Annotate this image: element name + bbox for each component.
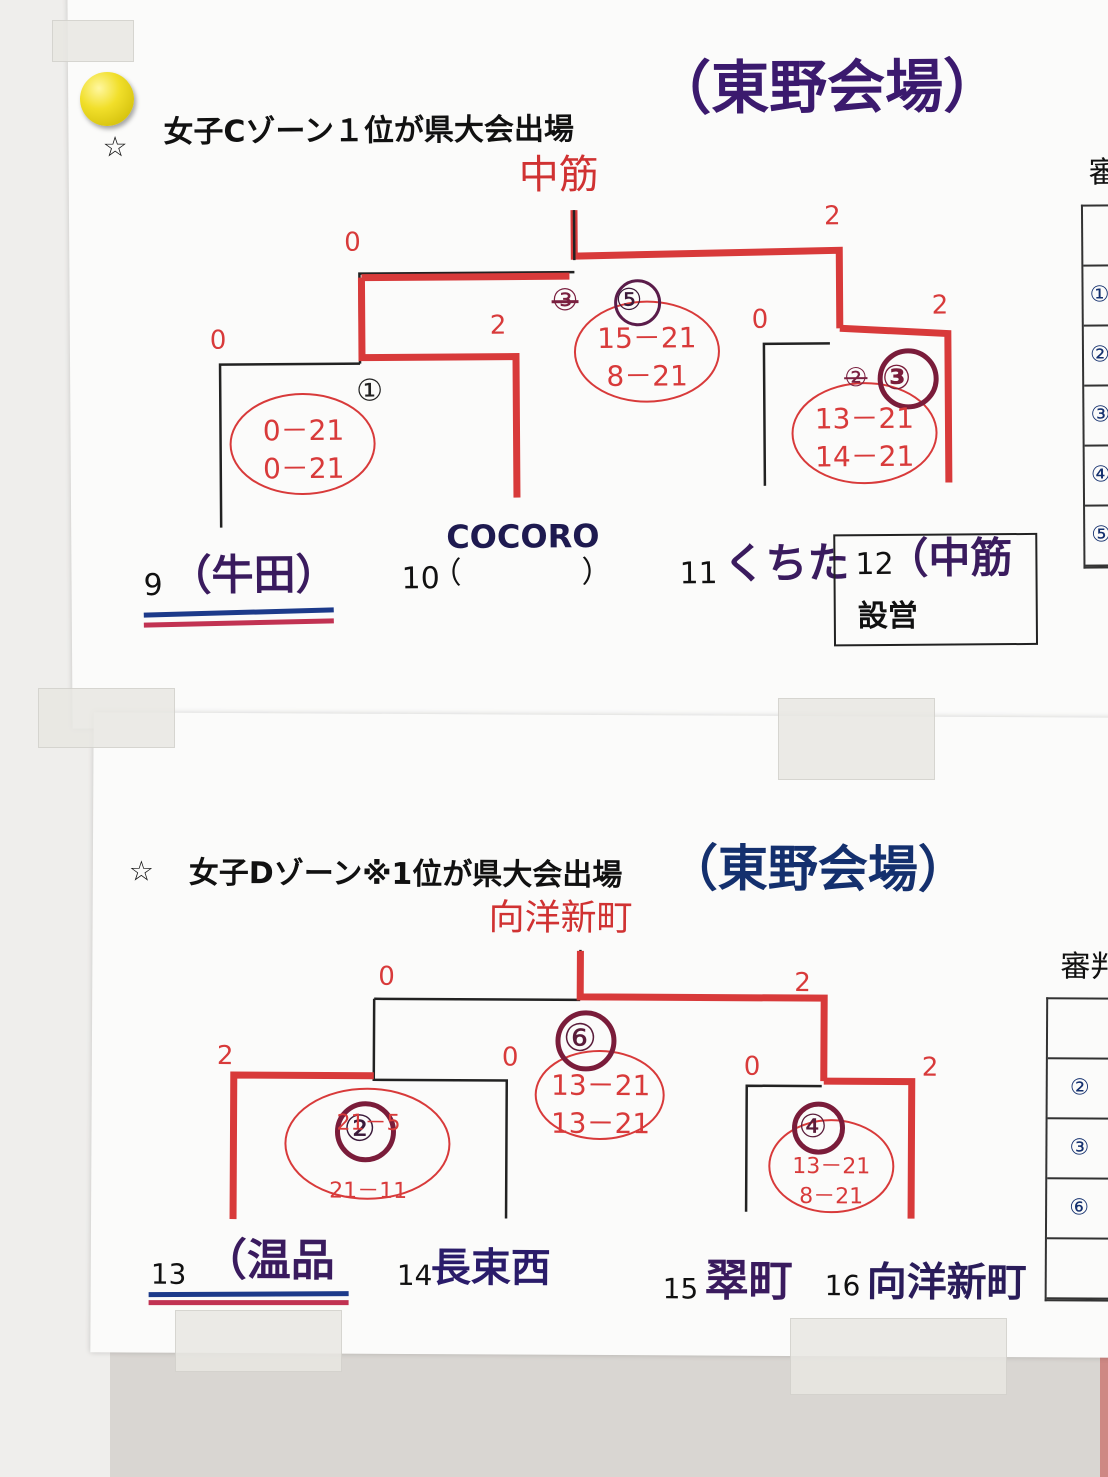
zone-d-final-left-games: 0	[378, 961, 395, 992]
referee-header: 審判	[1060, 949, 1108, 985]
zone-c-semi-left-right-games: 2	[489, 310, 507, 341]
referee-cell: ②	[1047, 1059, 1108, 1120]
referee-header: 審	[1088, 155, 1108, 191]
zone-c-final-left-games: 0	[344, 227, 361, 258]
tape	[52, 20, 134, 62]
zone-c-match-3: ③	[882, 357, 912, 398]
referee-table: ① ② ③ ④ ⑤	[1080, 204, 1108, 569]
zone-d-final-right-games: 2	[794, 967, 811, 999]
set-score: 21－5	[336, 1110, 401, 1136]
zone-c-bracket-lines	[143, 210, 953, 628]
zone-d-match-6: ⑥	[562, 1015, 598, 1060]
team-name: 向洋新町	[866, 1258, 1027, 1307]
team-name: 長束西	[430, 1244, 551, 1292]
zone-c-semi-right-crossed-number: ②	[844, 363, 868, 394]
zone-c-final-right-games: 2	[823, 201, 841, 232]
zone-d-semi-left-right-games: 0	[501, 1042, 519, 1073]
referee-cell	[1082, 206, 1108, 267]
set-score: 15－21	[597, 321, 697, 355]
team-name: くちた	[723, 538, 850, 589]
team-name: （温品	[202, 1234, 335, 1287]
team-name: （牛田）	[169, 549, 338, 600]
bracket-sheet-zone-d: ☆ 女子Dゾーン※1位が県大会出場 （東野会場） 向洋新町 0 2 2 0 0 …	[90, 712, 1108, 1358]
zone-c-semi-left-sets: 0－21 0－21	[248, 412, 359, 488]
tape	[175, 1310, 342, 1372]
set-score: 0－21	[262, 413, 345, 448]
push-pin-icon	[80, 72, 134, 126]
zone-c-semi-right-right-games: 2	[931, 290, 949, 321]
zone-c-final-sets: 15－21 8－21	[592, 319, 703, 395]
zone-d-semi-right-right-games: 2	[921, 1052, 939, 1083]
setup-label: 設営	[857, 598, 918, 635]
set-score: 8－21	[799, 1183, 864, 1210]
zone-c-match-1: ①	[356, 373, 384, 409]
referee-cell	[1047, 999, 1108, 1060]
set-score: 21－11	[329, 1178, 408, 1205]
zone-c-match-5: ⑤	[615, 282, 643, 318]
referee-table: ② ③ ⑥	[1044, 997, 1108, 1302]
tape	[38, 688, 175, 748]
zone-c-semi-left-left-games: 0	[209, 325, 227, 356]
referee-cell: ①	[1083, 266, 1108, 327]
referee-cell: ②	[1083, 326, 1108, 387]
zone-d-match-4: ④	[798, 1107, 828, 1146]
team-number: 13	[150, 1257, 187, 1291]
zone-c-semi-right-sets: 13－21 14－21	[808, 400, 921, 476]
team-name: （ ）	[431, 554, 612, 592]
team-number: 15	[662, 1272, 699, 1306]
team-name: （中筋	[886, 533, 1013, 583]
referee-cell: ④	[1084, 446, 1108, 507]
referee-cell: ③	[1047, 1119, 1108, 1180]
set-score: 8－21	[606, 359, 688, 393]
bracket-sheet-zone-c: ☆ 女子Cゾーン１位が県大会出場 （東野会場） 中筋	[67, 0, 1108, 729]
team-name: 翠町	[704, 1255, 793, 1307]
zone-d-semi-left-sets: 21－5 21－11	[293, 1089, 444, 1226]
referee-cell: ⑥	[1046, 1179, 1108, 1240]
team-number: 16	[824, 1269, 861, 1303]
team-number: 14	[396, 1258, 433, 1293]
referee-cell: ③	[1084, 386, 1108, 447]
zone-c-final-crossed-number: ③	[551, 283, 579, 319]
team-number: 11	[679, 556, 718, 592]
set-score: 13－21	[550, 1106, 651, 1141]
team-name-note: COCORO	[446, 516, 600, 557]
zone-d-semi-right-left-games: 0	[743, 1051, 761, 1082]
tape	[790, 1318, 1007, 1395]
referee-cell: ⑤	[1085, 506, 1108, 567]
zone-d-final-sets: 13－21 13－21	[545, 1067, 655, 1143]
team-number: 9	[143, 568, 163, 604]
set-score: 14－21	[814, 439, 915, 474]
tape	[778, 698, 935, 780]
zone-d-semi-left-left-games: 2	[216, 1040, 234, 1072]
set-score: 13－21	[551, 1068, 651, 1103]
set-score: 13－21	[814, 401, 915, 436]
zone-d-bracket-lines	[148, 949, 916, 1306]
zone-c-semi-right-left-games: 0	[751, 304, 769, 335]
set-score: 13－21	[792, 1153, 871, 1180]
zone-d-semi-right-sets: 13－21 8－21	[781, 1152, 881, 1212]
set-score: 0－21	[262, 451, 345, 486]
referee-cell	[1046, 1239, 1108, 1300]
